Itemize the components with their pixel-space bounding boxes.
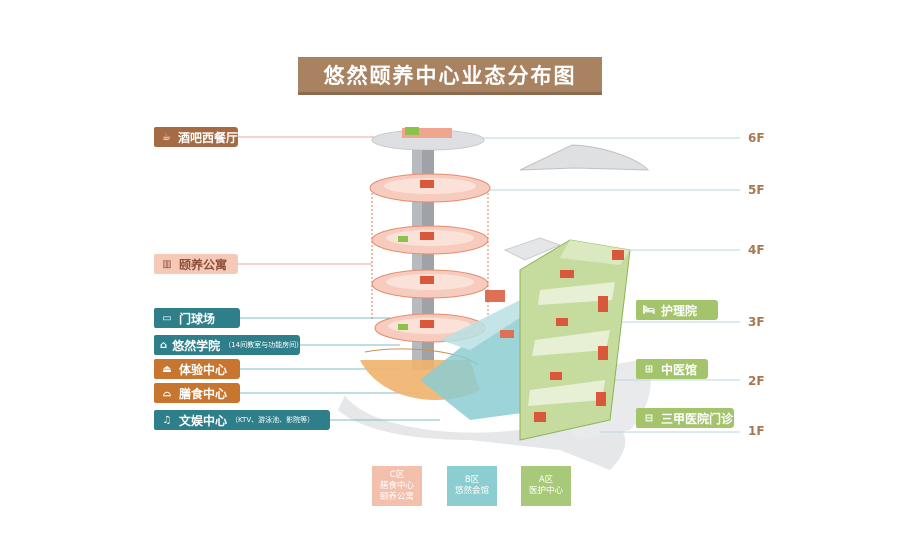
tag-tcm-clinic: ⊞ 中医馆: [636, 359, 708, 379]
tag-senior-apartment: ▥ 颐养公寓: [154, 254, 238, 274]
tag-experience-center: ⏏ 体验中心: [154, 359, 240, 379]
tag-dining-center: ⌓ 膳食中心: [154, 383, 240, 403]
tag-youran-academy: ⌂ 悠然学院 （14间教室与功能房间）: [154, 335, 303, 355]
legend-b-zone: B区 悠然会馆: [447, 466, 497, 506]
building-icon: ▥: [162, 258, 172, 270]
roof-canopy: [519, 144, 650, 171]
dome-icon: ⌓: [163, 387, 171, 399]
cross-icon: ⊞: [644, 363, 654, 375]
floor-label-3f: 3F: [748, 315, 765, 329]
tag-gateball-court: ▭ 门球场: [154, 308, 240, 328]
page-title: 悠然颐养中心业态分布图: [298, 57, 602, 95]
floor-label-6f: 6F: [748, 131, 765, 145]
a-zone-volume: [519, 239, 631, 441]
legend-c-zone: C区 膳食中心 颐养公寓: [372, 466, 422, 506]
court-icon: ▭: [162, 312, 172, 324]
c-zone-tower: [369, 127, 491, 370]
ground-plaza: [338, 395, 626, 470]
legend-a-zone: A区 医护中心: [521, 466, 571, 506]
academy-icon: ⌂: [160, 339, 168, 351]
museum-icon: ⏏: [162, 363, 172, 375]
music-icon: ♫: [162, 414, 172, 426]
tag-bar-western-restaurant: ☕ 酒吧西餐厅: [154, 127, 238, 147]
kit-icon: ⊟: [644, 412, 654, 424]
bed-icon: 🛏: [642, 304, 656, 316]
tag-entertainment-center: ♫ 文娱中心 （KTV、游泳池、影院等）: [154, 410, 330, 430]
tag-nursing-home: 🛏 护理院: [636, 300, 718, 320]
floor-label-1f: 1F: [748, 424, 765, 438]
tag-hospital-outpatient: ⊟ 三甲医院门诊: [636, 408, 734, 428]
floor-label-4f: 4F: [748, 243, 765, 257]
floor-label-5f: 5F: [748, 183, 765, 197]
floor-label-2f: 2F: [748, 374, 765, 388]
cup-icon: ☕: [162, 131, 171, 143]
leader-lines: [445, 137, 740, 433]
